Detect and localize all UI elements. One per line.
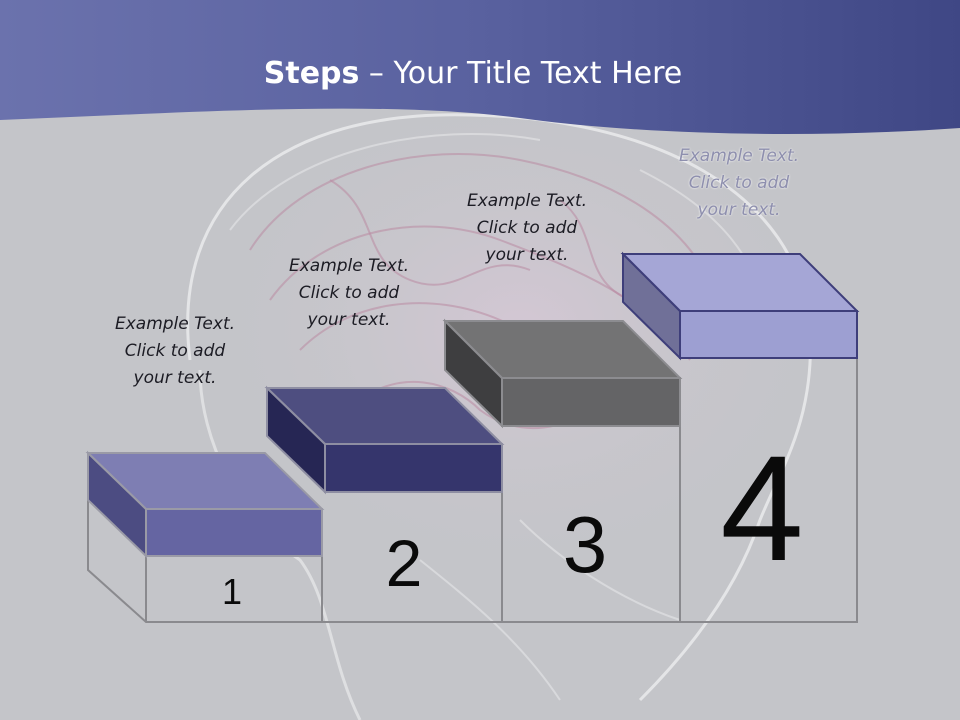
step-1-outline (87, 455, 323, 623)
step-2-caption-line-2: Click to add (298, 283, 400, 303)
step-3-caption-line-3: your text. (485, 245, 569, 265)
step-2-number: 2 (386, 526, 423, 600)
step-4-caption-line-2: Click to add (688, 173, 790, 193)
step-3-caption[interactable]: Example Text. Click to add your text. (437, 188, 617, 269)
step-4-outline (680, 357, 858, 623)
step-3-number: 3 (563, 500, 608, 589)
step-4-caption-line-3: your text. (697, 200, 781, 220)
step-3-caption-line-2: Click to add (476, 218, 578, 238)
step-1-number: 1 (222, 571, 242, 612)
step-4-caption-line-1: Example Text. (678, 146, 800, 166)
step-4-caption[interactable]: Example Text. Click to add your text. (649, 143, 829, 224)
title-rest: – Your Title Text Here (359, 56, 683, 91)
page-title[interactable]: Steps – Your Title Text Here (0, 54, 946, 94)
step-4-number: 4 (720, 424, 803, 592)
step-2-caption-line-3: your text. (307, 310, 391, 330)
step-2-caption-line-1: Example Text. (288, 256, 410, 276)
step-2-block (264, 385, 505, 495)
step-3-caption-line-1: Example Text. (466, 191, 588, 211)
step-1-caption-line-3: your text. (133, 368, 217, 388)
step-4-block (620, 251, 860, 361)
step-1-caption-line-1: Example Text. (114, 314, 236, 334)
step-1-caption[interactable]: Example Text. Click to add your text. (85, 311, 265, 392)
step-3-block (442, 318, 683, 429)
step-1-caption-line-2: Click to add (124, 341, 226, 361)
step-2-caption[interactable]: Example Text. Click to add your text. (259, 253, 439, 334)
title-bold: Steps (263, 56, 360, 91)
step-1-block (85, 450, 325, 559)
